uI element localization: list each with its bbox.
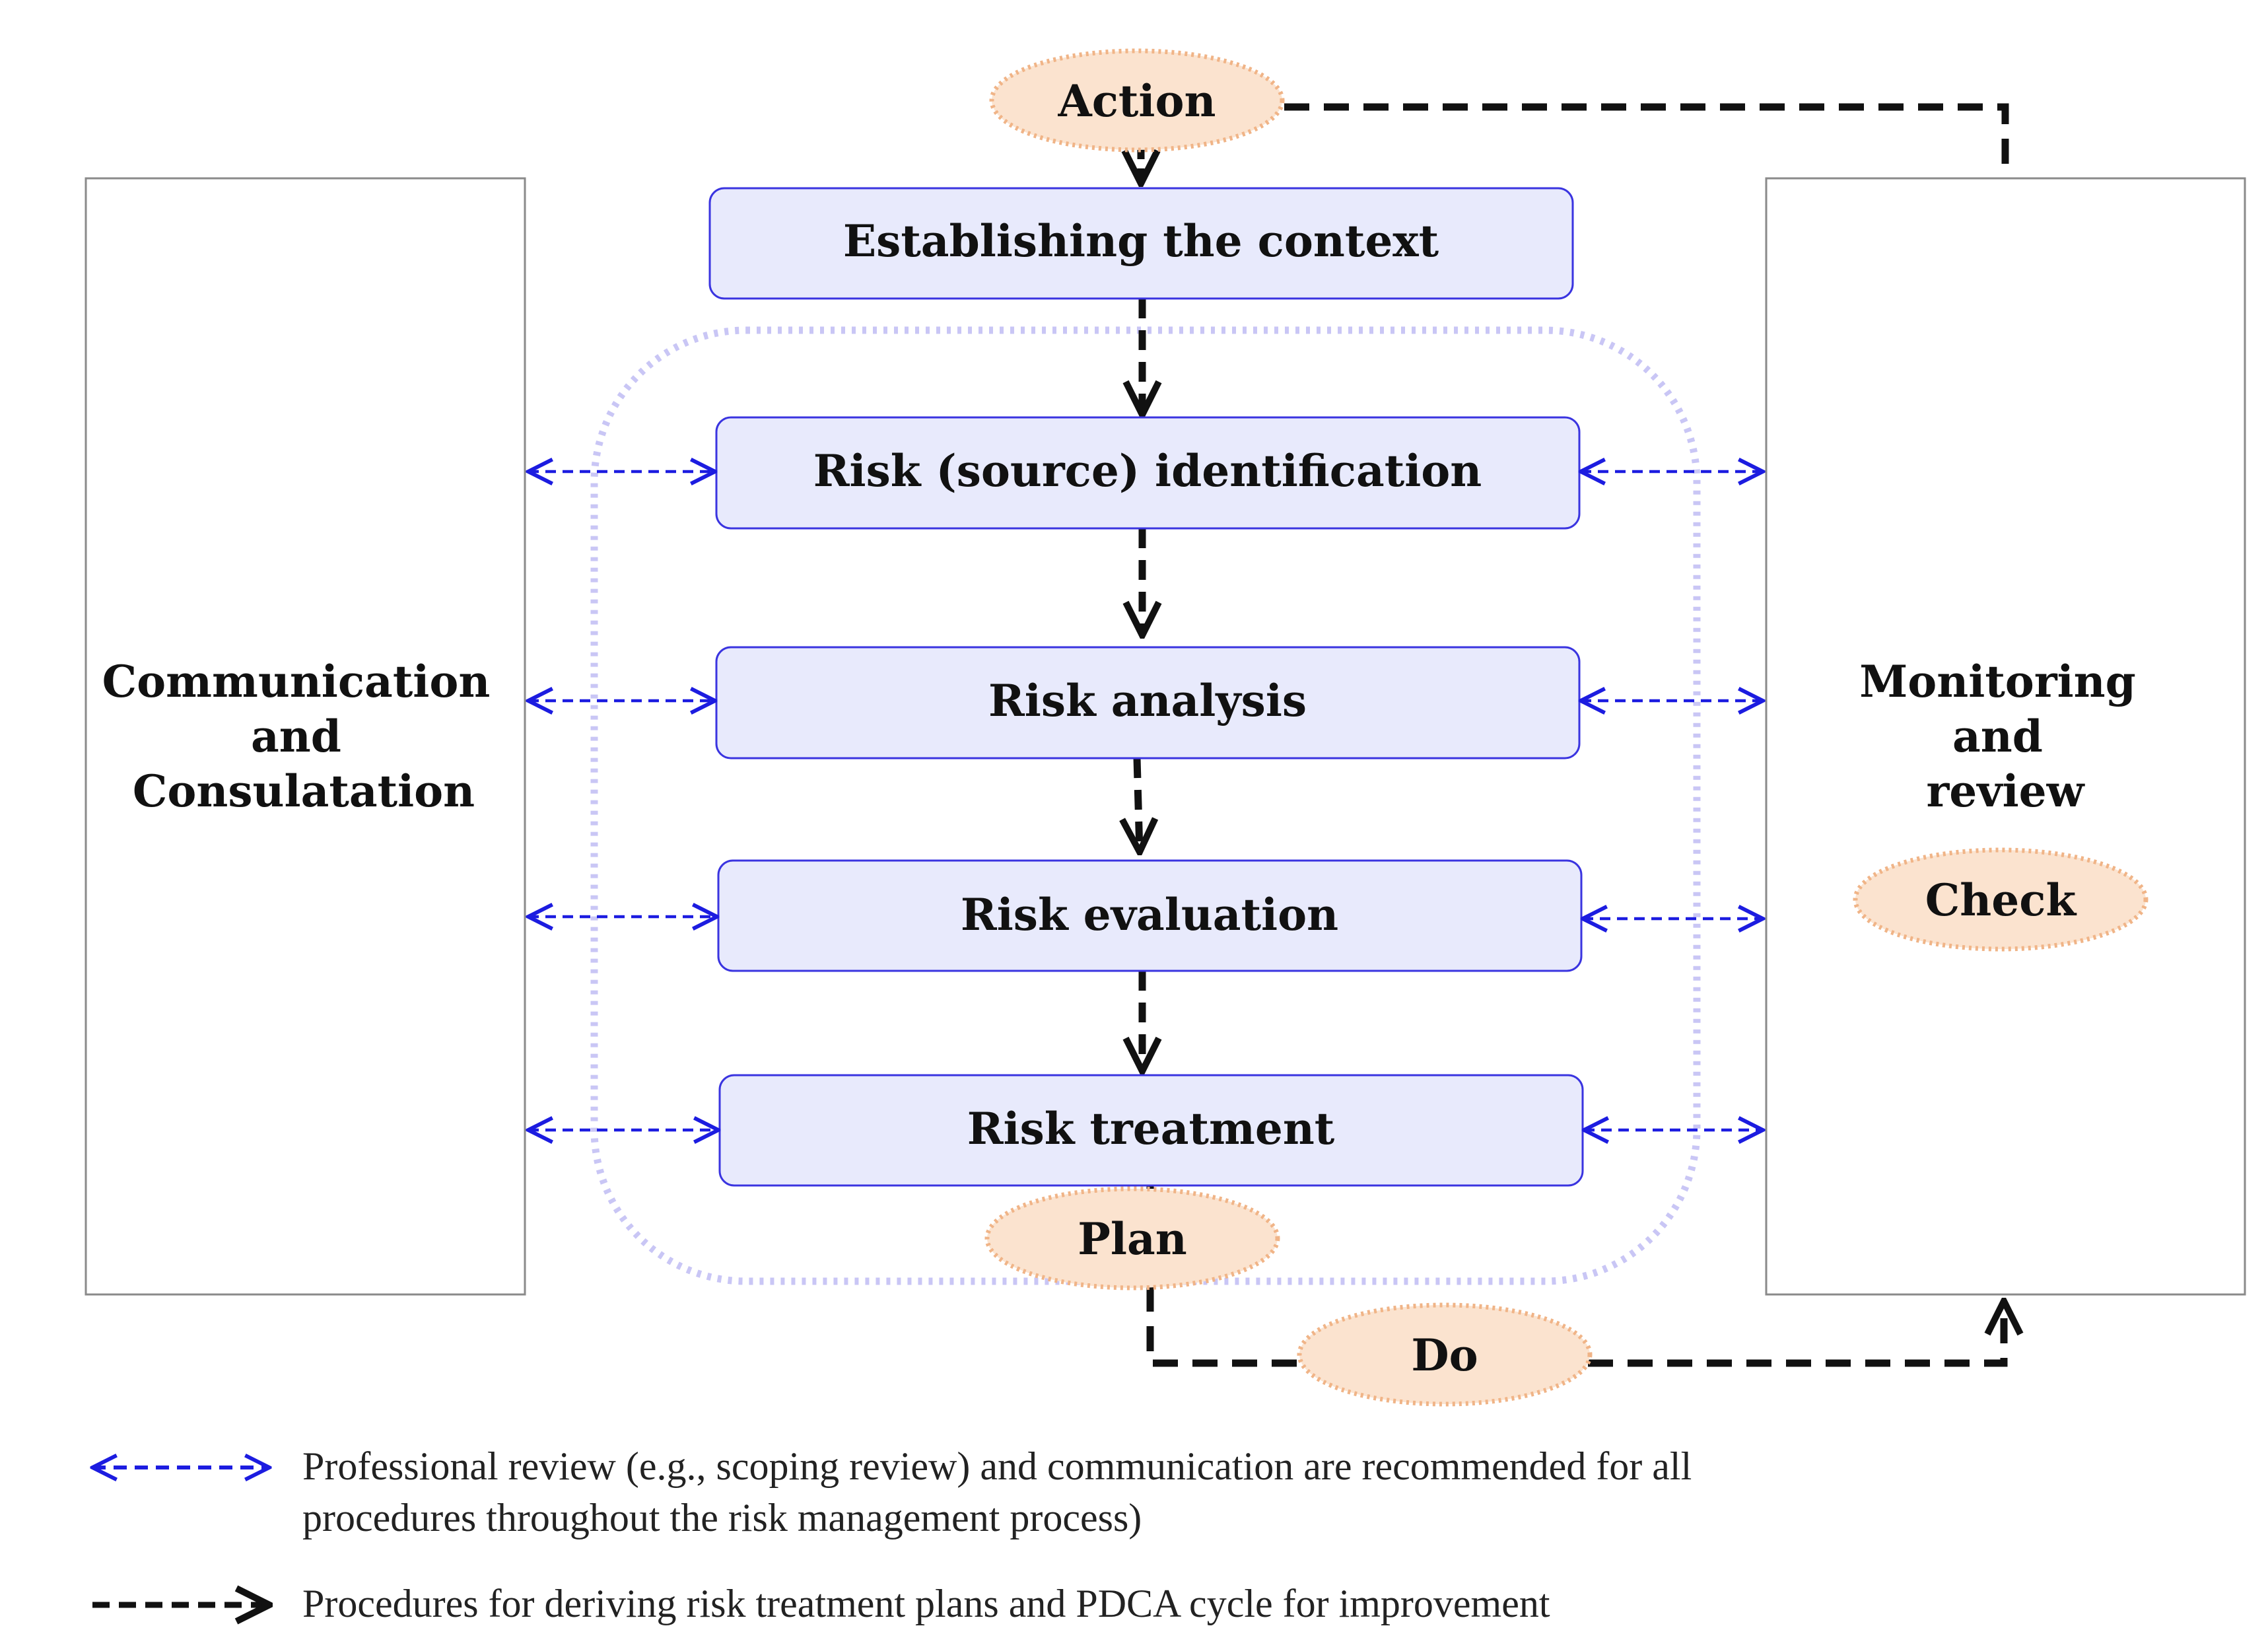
- legend-black-text: Procedures for deriving risk treatment p…: [302, 1582, 1550, 1625]
- step-establishing-context[interactable]: Establishing the context: [708, 187, 1574, 300]
- step-risk-identification-label: Risk (source) identification: [813, 445, 1482, 497]
- pdca-do-label: Do: [1411, 1329, 1478, 1381]
- monitoring-panel-and: and: [1952, 711, 2043, 762]
- svg-text:Communication and Cons: Communication and Consulatation: [102, 656, 506, 817]
- step-risk-identification[interactable]: Risk (source) identification: [715, 416, 1581, 530]
- pdca-do[interactable]: Do: [1297, 1302, 1593, 1407]
- pdca-plan[interactable]: Plan: [984, 1186, 1280, 1290]
- step-risk-evaluation[interactable]: Risk evaluation: [717, 859, 1583, 972]
- legend-blue-text-line1: Professional review (e.g., scoping revie…: [302, 1444, 1692, 1488]
- step-establishing-context-label: Establishing the context: [843, 215, 1439, 267]
- pdca-action-label: Action: [1058, 75, 1216, 127]
- step-risk-evaluation-label: Risk evaluation: [961, 889, 1338, 940]
- pdca-plan-label: Plan: [1078, 1213, 1186, 1265]
- action-to-monitoring-connector: [1284, 103, 2009, 177]
- monitoring-panel-title: Monitoring: [1859, 656, 2136, 707]
- pdca-action[interactable]: Action: [989, 48, 1285, 153]
- step-risk-treatment-label: Risk treatment: [967, 1103, 1335, 1154]
- communication-panel-and: and: [251, 711, 341, 762]
- legend-blue-text-line2: procedures throughout the risk managemen…: [302, 1496, 1142, 1539]
- pdca-check[interactable]: Check: [1853, 847, 2148, 952]
- legend: Professional review (e.g., scoping revie…: [92, 1444, 1701, 1625]
- communication-panel-title: Communication: [102, 656, 491, 707]
- pdca-check-label: Check: [1925, 874, 2077, 926]
- step-risk-analysis[interactable]: Risk analysis: [715, 646, 1581, 760]
- svg-text:Professional review (e.g., sco: Professional review (e.g., scoping revie…: [302, 1444, 1701, 1539]
- blue-bidirectional-arrows: [528, 472, 1763, 1130]
- communication-panel: [85, 177, 526, 1296]
- communication-panel-subtitle: Consulatation: [133, 765, 475, 817]
- analysis-to-evaluation-arrow: [1137, 758, 1140, 852]
- step-risk-treatment[interactable]: Risk treatment: [718, 1074, 1584, 1187]
- svg-text:Monitoring and review: Monitoring and review: [1859, 656, 2151, 817]
- monitoring-panel-subtitle: review: [1927, 765, 2086, 817]
- step-risk-analysis-label: Risk analysis: [988, 675, 1307, 726]
- do-to-monitoring-arrow: [1588, 1301, 2004, 1367]
- monitoring-panel: [1765, 177, 2246, 1296]
